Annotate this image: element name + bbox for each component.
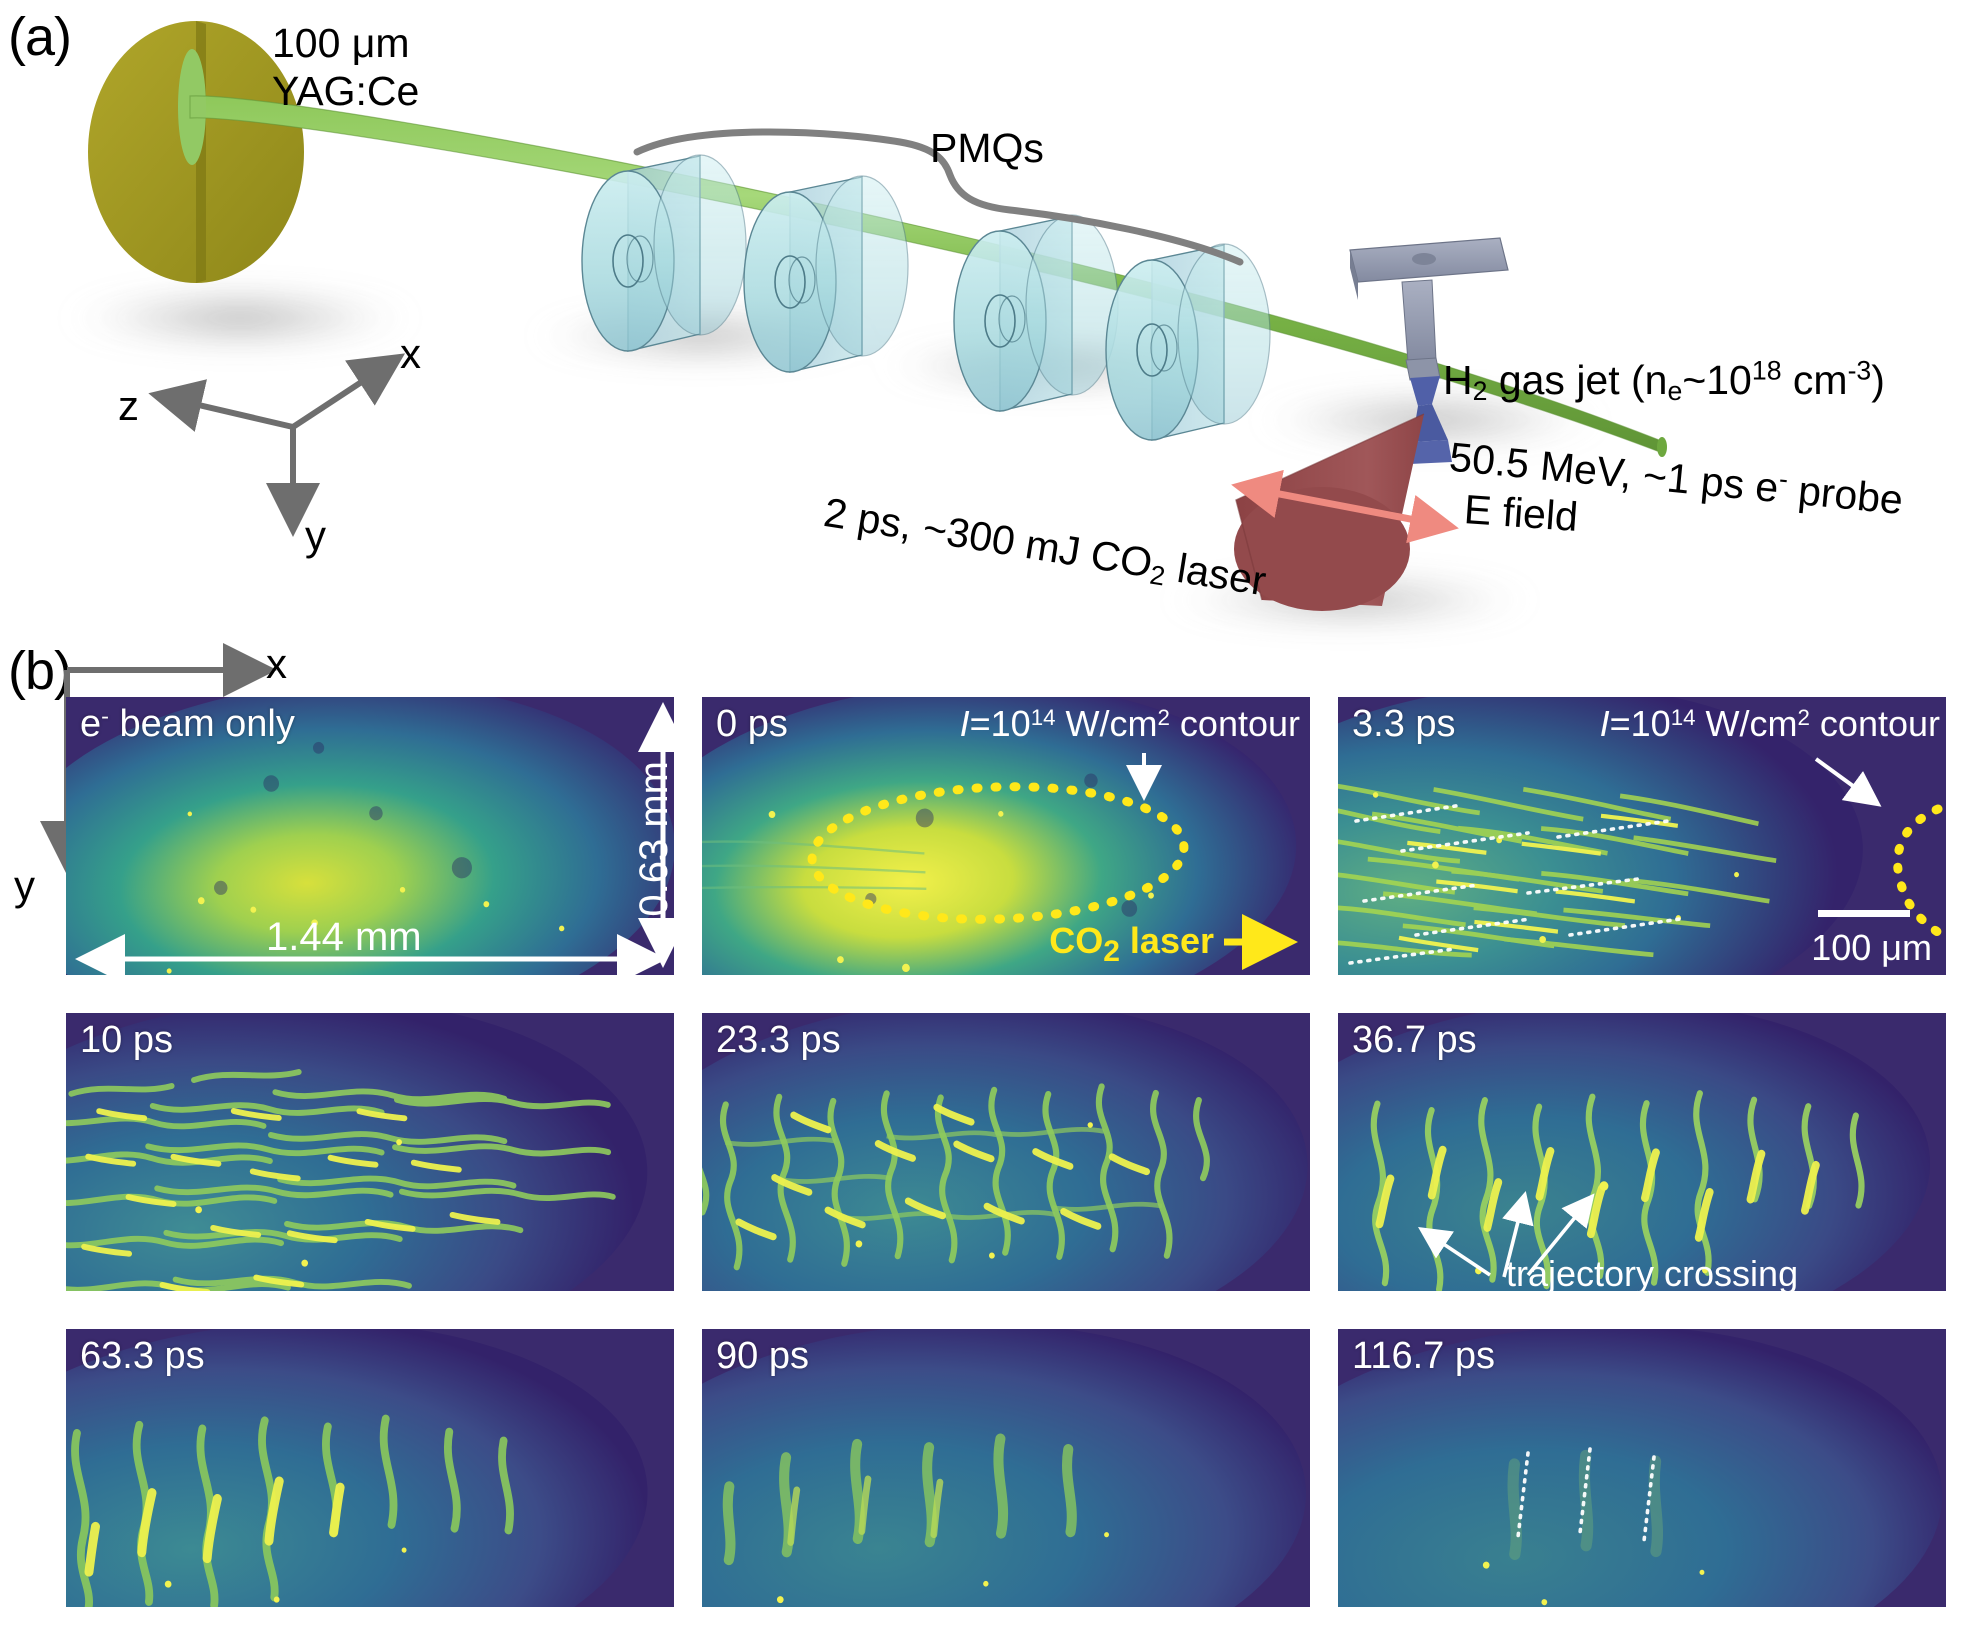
contour-note-33ps: I=1014 W/cm2 contour <box>1599 703 1940 744</box>
e-field-arrow <box>1231 469 1459 544</box>
image-33ps <box>1338 697 1946 975</box>
contour-pointer-and-arc-33ps <box>1814 757 1946 942</box>
panel-b-y-label: y <box>14 862 35 909</box>
image-10ps <box>66 1013 674 1291</box>
image-233ps <box>702 1013 1310 1291</box>
scale-bar-label: 100 μm <box>1811 927 1932 968</box>
gas-jet-label: H2 gas jet (ne~1018 cm-3) <box>1443 355 1885 406</box>
co2-laser-direction-arrow <box>1224 914 1298 970</box>
co2-laser-direction-label: CO2 laser <box>1049 919 1214 968</box>
trajectory-crossing-label: trajectory crossing <box>1506 1253 1799 1291</box>
scale-bar <box>1818 910 1910 917</box>
panel-b-image-grid: e- beam only 1.44 mm 0.63 mm <box>66 697 1946 1607</box>
image-cell-367ps[interactable]: 36.7 ps trajectory crossing <box>1338 1013 1946 1291</box>
dimension-arrows <box>75 702 688 984</box>
yag-label-line2: YAG:Ce <box>272 68 420 114</box>
image-cell-0ps[interactable]: 0 ps I=1014 W/cm2 contour CO2 laser <box>702 697 1310 975</box>
image-cell-10ps[interactable]: 10 ps <box>66 1013 674 1291</box>
image-367ps <box>1338 1013 1946 1291</box>
image-633ps <box>66 1329 674 1607</box>
panel-a-schematic: (a) <box>0 0 1965 640</box>
cell-label-0ps: 0 ps <box>716 703 788 745</box>
panel-b-letter: (b) <box>8 641 72 701</box>
yag-label-line1: 100 μm <box>272 20 410 66</box>
cell-label-90ps: 90 ps <box>716 1335 809 1377</box>
pmqs-label: PMQs <box>930 125 1044 171</box>
pmq-quad-1 <box>581 154 909 373</box>
cell-label-ebeam-only: e- beam only <box>80 703 295 745</box>
pmqs-brace <box>633 128 1244 266</box>
image-cell-90ps[interactable]: 90 ps <box>702 1329 1310 1607</box>
image-cell-233ps[interactable]: 23.3 ps <box>702 1013 1310 1291</box>
electron-beam <box>178 49 1667 457</box>
panel-a-letter: (a) <box>8 7 72 67</box>
height-dimension-label: 0.63 mm <box>632 761 676 917</box>
axis-triad <box>148 353 406 537</box>
dotted-guide-lines-33ps <box>1348 803 1682 965</box>
cell-label-10ps: 10 ps <box>80 1019 173 1061</box>
intensity-contour-0ps <box>807 782 1189 924</box>
image-cell-33ps[interactable]: 3.3 ps I=1014 W/cm2 contour 100 μm <box>1338 697 1946 975</box>
cell-label-233ps: 23.3 ps <box>716 1019 841 1061</box>
schematic-drawing <box>60 21 1667 626</box>
image-90ps <box>702 1329 1310 1607</box>
image-1167ps <box>1338 1329 1946 1607</box>
axis-y-label: y <box>305 512 326 559</box>
contour-note-0ps: I=1014 W/cm2 contour <box>959 703 1300 744</box>
panel-b-x-label: x <box>266 640 287 687</box>
trajectory-crossing-arrows <box>1418 1191 1595 1278</box>
cell-label-633ps: 63.3 ps <box>80 1335 205 1377</box>
gas-jet-nozzle <box>1349 237 1509 464</box>
cell-label-1167ps: 116.7 ps <box>1352 1335 1495 1377</box>
contour-pointer-arrow-0ps <box>1126 753 1162 801</box>
e-field-label: E field <box>1462 486 1580 540</box>
image-cell-633ps[interactable]: 63.3 ps <box>66 1329 674 1607</box>
image-cell-1167ps[interactable]: 116.7 ps <box>1338 1329 1946 1607</box>
pmq-quad-2 <box>953 214 1271 441</box>
dotted-guide-lines-1167ps <box>1516 1447 1656 1543</box>
cell-label-33ps: 3.3 ps <box>1352 703 1456 745</box>
gas-jet-label-text: H2 gas jet (ne~1018 cm-3) <box>1443 355 1885 406</box>
axis-x-label: x <box>400 330 421 377</box>
cell-label-367ps: 36.7 ps <box>1352 1019 1477 1061</box>
axis-z-label: z <box>118 382 139 429</box>
width-dimension-label: 1.44 mm <box>266 915 422 959</box>
